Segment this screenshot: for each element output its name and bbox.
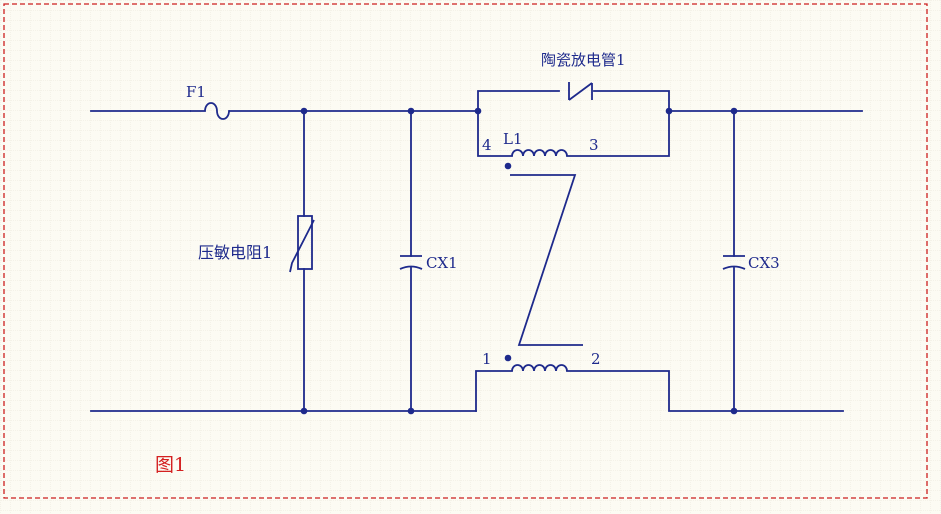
junction-dots xyxy=(300,107,738,415)
fuse-symbol xyxy=(190,102,230,120)
cx3-label: CX3 xyxy=(748,254,780,272)
winding-polarity-dot-top xyxy=(504,162,512,170)
fuse-label: F1 xyxy=(186,83,206,101)
component-labels: F1 陶瓷放电管1 压敏电阻1 CX1 CX3 L1 4 3 1 2 xyxy=(186,51,780,368)
pin-2-label: 2 xyxy=(591,350,601,368)
choke-top-wire-right xyxy=(566,110,670,157)
junction-dot xyxy=(665,107,673,115)
junction-dot xyxy=(407,107,415,115)
gas-discharge-tube-symbol xyxy=(568,82,593,101)
varistor-label: 压敏电阻1 xyxy=(198,243,272,262)
bottom-choke-wire-left xyxy=(475,370,513,412)
wires xyxy=(90,90,863,412)
choke-top-wire-left xyxy=(477,110,513,157)
pin-3-label: 3 xyxy=(589,136,599,154)
figure-caption: 图1 xyxy=(155,454,186,476)
sheet-border xyxy=(3,3,928,499)
choke-coil-bottom xyxy=(511,364,568,372)
gas-discharge-tube-label: 陶瓷放电管1 xyxy=(541,51,626,69)
winding-polarity-dot-bottom xyxy=(504,354,512,362)
junction-dot xyxy=(730,407,738,415)
choke-core-link xyxy=(510,174,583,346)
bottom-choke-wire-right xyxy=(566,370,844,412)
choke-label: L1 xyxy=(503,130,523,148)
winding-polarity-dots xyxy=(504,162,512,362)
junction-dot xyxy=(474,107,482,115)
junction-dot xyxy=(300,107,308,115)
choke-coil-top xyxy=(511,149,568,157)
gdt-wire-right xyxy=(593,90,670,112)
junction-dot xyxy=(300,407,308,415)
pin-1-label: 1 xyxy=(482,350,492,368)
junction-dot xyxy=(407,407,415,415)
varistor-symbol xyxy=(289,215,315,273)
gdt-wire-left xyxy=(477,90,560,112)
cx1-capacitor-symbol xyxy=(399,255,423,270)
cx3-capacitor-symbol xyxy=(722,255,746,270)
cx1-label: CX1 xyxy=(426,254,458,272)
pin-4-label: 4 xyxy=(482,136,492,154)
junction-dot xyxy=(730,107,738,115)
